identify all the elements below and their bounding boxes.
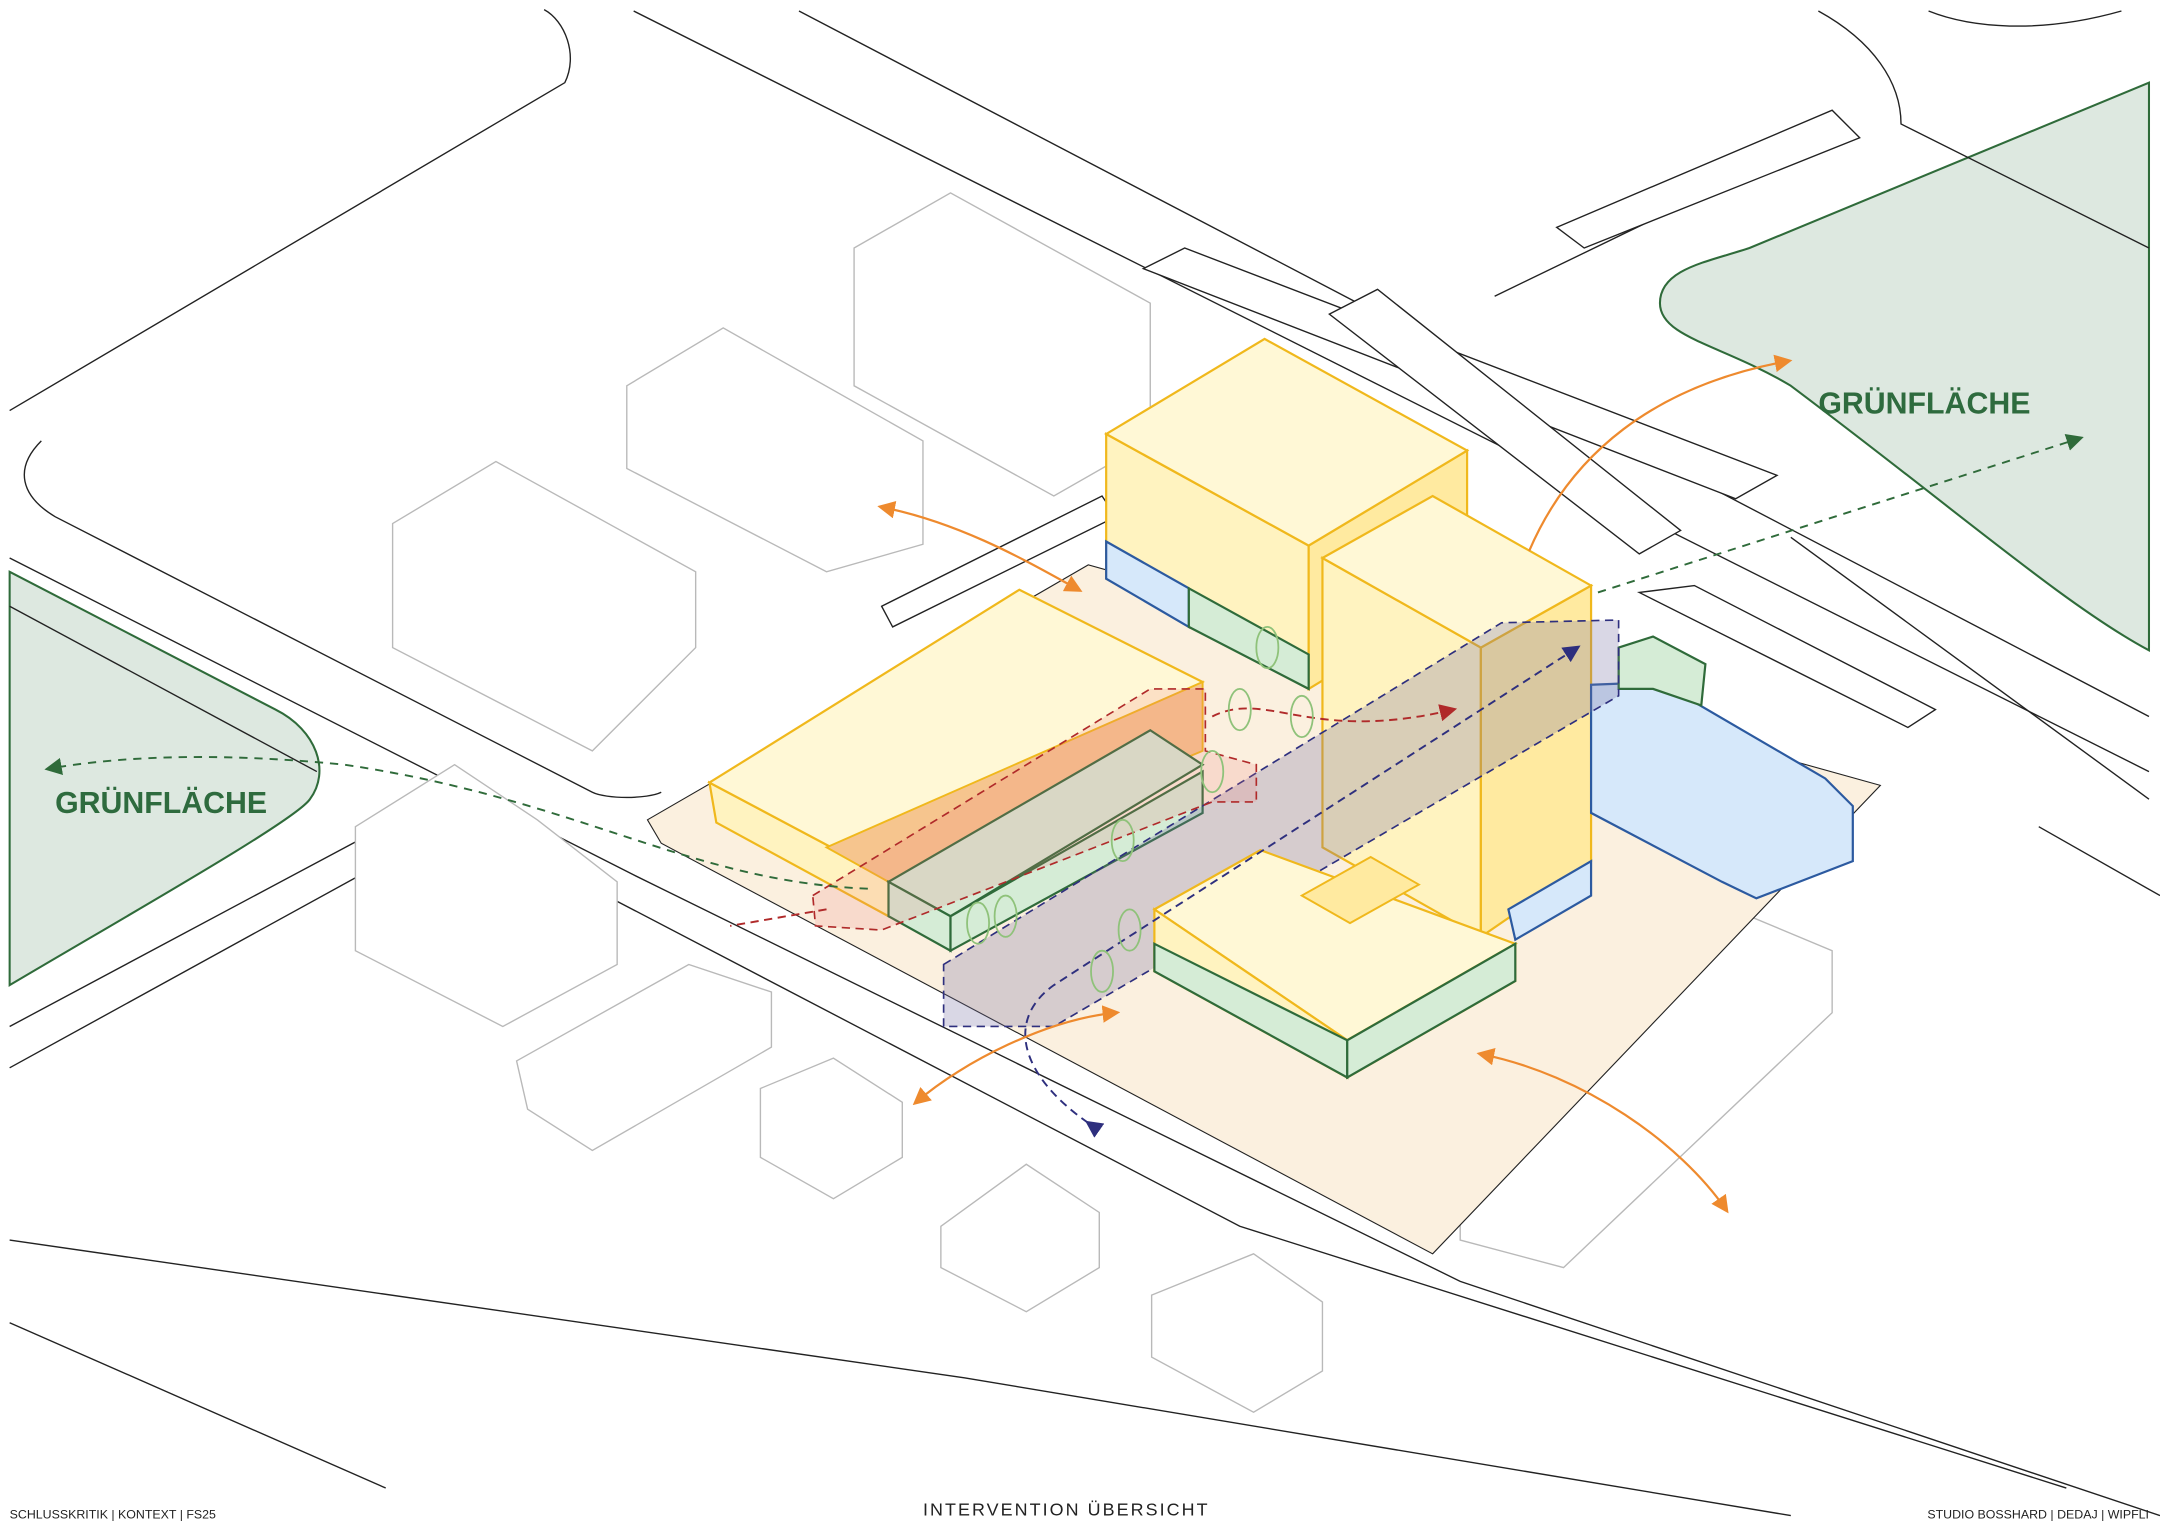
existing-building-blue [1589,680,1854,900]
road-lines [9,9,2160,1517]
diagram-title: INTERVENTION ÜBERSICHT [923,1500,1210,1520]
tree-icons [966,626,1314,993]
green-area-right [1658,81,2151,653]
green-area-left [8,570,321,987]
green-area-label-right: GRÜNFLÄCHE [1818,387,2030,420]
station-platforms [880,109,1937,729]
green-path-left [44,756,868,890]
small-green-building [1617,635,1707,707]
orange-arrows [877,354,1793,1214]
footer-right: STUDIO BOSSHARD | DEDAJ | WIPFLI [1927,1507,2149,1521]
footer-left: SCHLUSSKRITIK | KONTEXT | FS25 [10,1507,216,1521]
green-area-label-left: GRÜNFLÄCHE [55,787,267,820]
